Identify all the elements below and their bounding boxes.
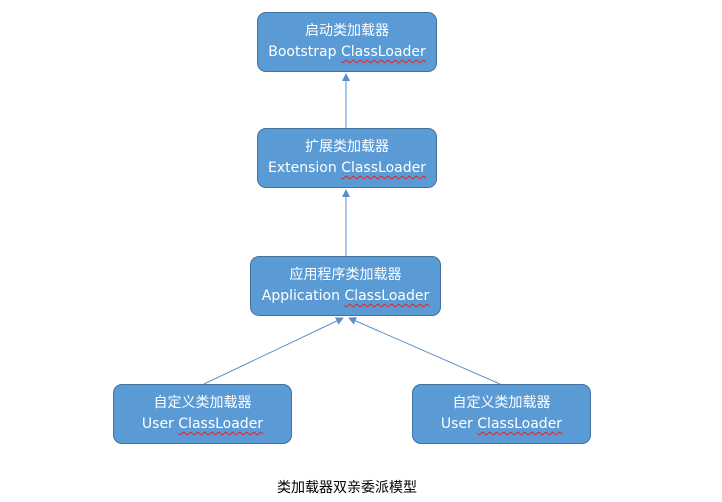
extension-classloader-node: 扩展类加载器 Extension ClassLoader [257,128,437,188]
arrow-user2-to-application [348,317,501,385]
application-classloader-node: 应用程序类加载器 Application ClassLoader [250,256,441,316]
node-title-zh: 启动类加载器 [305,23,389,39]
node-classloader: ClassLoader [340,44,426,60]
node-title-en: User [141,416,174,432]
node-classloader: ClassLoader [178,416,264,432]
node-title-zh: 扩展类加载器 [305,139,389,155]
bootstrap-classloader-node: 启动类加载器 Bootstrap ClassLoader [257,12,437,72]
node-title-en: Extension [268,160,337,176]
diagram-caption: 类加载器双亲委派模型 [277,480,417,496]
node-title-en: Application [261,288,340,304]
user-classloader-node-1: 自定义类加载器 User ClassLoader [113,384,292,444]
node-classloader: ClassLoader [477,416,563,432]
node-title-zh: 应用程序类加载器 [289,267,402,283]
node-title-zh: 自定义类加载器 [452,395,551,411]
arrow-user1-to-application [203,317,344,385]
node-title-en: Bootstrap [268,44,337,60]
user-classloader-node-2: 自定义类加载器 User ClassLoader [412,384,591,444]
node-classloader: ClassLoader [344,288,430,304]
node-title-en: User [440,416,473,432]
node-title-zh: 自定义类加载器 [153,395,252,411]
node-classloader: ClassLoader [341,160,426,176]
